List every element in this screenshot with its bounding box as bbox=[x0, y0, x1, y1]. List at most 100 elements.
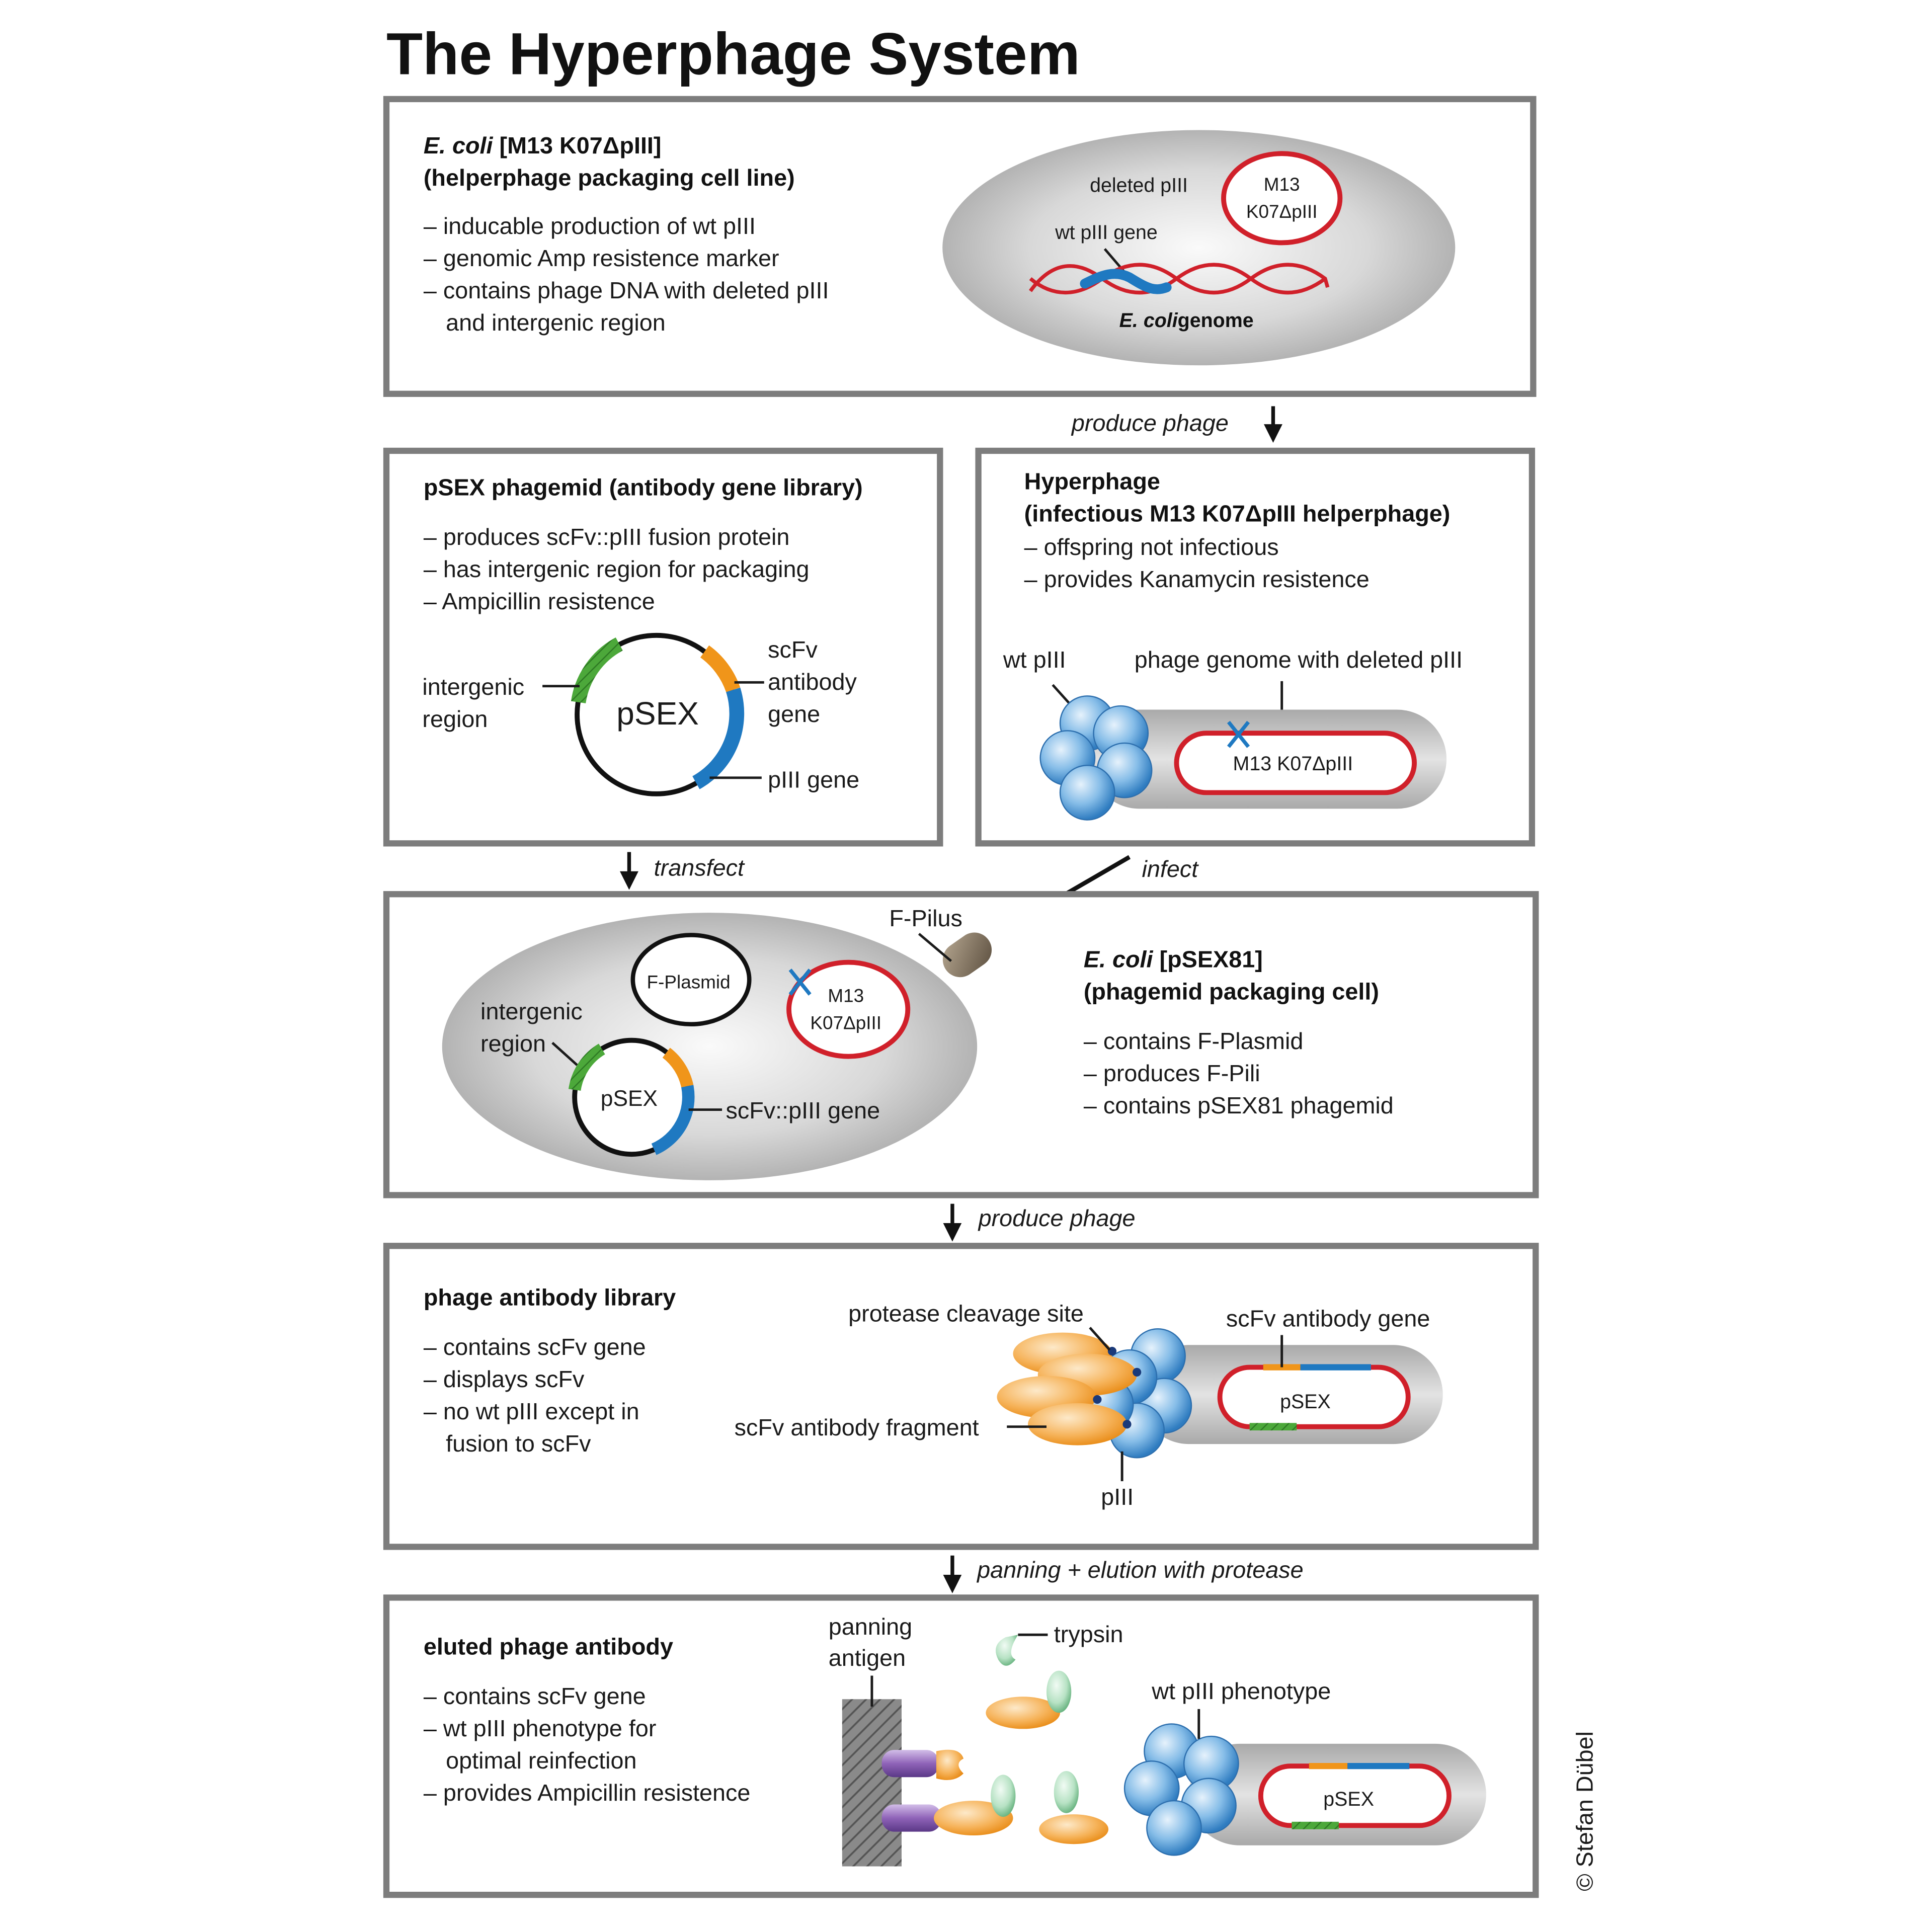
trypsin-enzyme bbox=[1046, 1670, 1072, 1713]
panel5-heading: phage antibody library bbox=[424, 1284, 676, 1310]
deleted-gene-cross-icon bbox=[788, 969, 812, 996]
psex-in-cell-label: pSEX bbox=[601, 1086, 658, 1111]
panel2-heading: pSEX phagemid (antibody gene library) bbox=[424, 474, 863, 501]
antigen-rod bbox=[881, 1804, 941, 1832]
m13-plasmid-circle bbox=[1221, 151, 1343, 246]
deleted-gene-cross-icon bbox=[1227, 720, 1250, 748]
panel4-heading-line2: (phagemid packaging cell) bbox=[1084, 978, 1379, 1004]
antigen-rod bbox=[881, 1750, 939, 1778]
wt-piii-label: wt pIII bbox=[1003, 647, 1066, 673]
scfv-gene-label: gene bbox=[768, 701, 820, 727]
panel4-bullet: – contains F-Plasmid bbox=[1084, 1028, 1304, 1054]
piii-segment-in-cell bbox=[651, 1085, 695, 1155]
panel5-bullet: fusion to scFv bbox=[446, 1430, 591, 1457]
panel2-bullet: – has intergenic region for packaging bbox=[424, 556, 810, 582]
flow-infect: infect bbox=[1142, 856, 1199, 882]
panel5-bullet: – displays scFv bbox=[424, 1366, 585, 1392]
intergenic-region-label: intergenic bbox=[480, 998, 583, 1024]
panel3-bullet: – provides Kanamycin resistence bbox=[1024, 566, 1370, 592]
piii-gene-label: pIII gene bbox=[768, 767, 859, 793]
panel-psex-phagemid bbox=[383, 447, 943, 847]
panel1-heading-italic: E. coli bbox=[424, 132, 494, 158]
panel4-heading-rest: [pSEX81] bbox=[1153, 946, 1263, 972]
copyright-label: © Stefan Dübel bbox=[1572, 1731, 1598, 1891]
m13-k07-plasmid-circle bbox=[786, 959, 911, 1059]
panning-antigen-label: panning bbox=[829, 1614, 912, 1640]
panel5-bullet: – no wt pIII except in bbox=[424, 1398, 639, 1424]
hyperphage-genome bbox=[1174, 731, 1417, 795]
panel1-heading-rest: [M13 K07ΔpIII] bbox=[493, 132, 662, 158]
panel3-heading: Hyperphage bbox=[1024, 468, 1160, 494]
panel5-bullet: – contains scFv gene bbox=[424, 1334, 646, 1360]
ecoli-genome-label: E. coligenome bbox=[1119, 309, 1254, 332]
panel4-heading-italic: E. coli bbox=[1084, 946, 1154, 972]
scfv-gene-label: antibody bbox=[768, 669, 857, 695]
phage-genome-label: phage genome with deleted pIII bbox=[1135, 647, 1463, 673]
panel1-bullet: – inducable production of wt pIII bbox=[424, 213, 756, 239]
trypsin-icon bbox=[996, 1635, 1018, 1666]
scfv-gene-segment bbox=[700, 645, 741, 693]
m13-k07-plasmid-label: M13 bbox=[828, 985, 864, 1006]
intergenic-label: region bbox=[422, 706, 488, 732]
free-scfv-fragment bbox=[1039, 1814, 1109, 1844]
scfv-segment-in-cell bbox=[662, 1048, 694, 1088]
free-scfv-fragment bbox=[986, 1697, 1061, 1729]
cleavage-site-label: protease cleavage site bbox=[848, 1300, 1084, 1326]
flow-produce-phage-2: produce phage bbox=[978, 1205, 1136, 1231]
f-pilus-pointer bbox=[918, 933, 952, 962]
panning-surface bbox=[842, 1699, 902, 1867]
genome-label-rest: genome bbox=[1178, 309, 1254, 332]
wt-piii-phenotype-label: wt pIII phenotype bbox=[1151, 1678, 1331, 1704]
genome-strand-red-b bbox=[1029, 263, 1330, 295]
panel3-bullet: – offspring not infectious bbox=[1024, 534, 1279, 560]
panel4-bullet: – produces F-Pili bbox=[1084, 1060, 1260, 1086]
panel6-bullet: – contains scFv gene bbox=[424, 1683, 646, 1709]
panel6-heading: eluted phage antibody bbox=[424, 1634, 673, 1660]
panel1-heading: E. coli [M13 K07ΔpIII] bbox=[424, 132, 662, 158]
scfv-gene-label: scFv antibody gene bbox=[1226, 1305, 1430, 1331]
cleavage-site-pointer bbox=[1089, 1327, 1111, 1351]
f-pilus-label: F-Pilus bbox=[889, 905, 962, 931]
panel1-bullet: – genomic Amp resistence marker bbox=[424, 245, 779, 271]
panel3-heading: (infectious M13 K07ΔpIII helperphage) bbox=[1024, 500, 1451, 526]
intergenic-region-pointer bbox=[551, 1041, 578, 1066]
flow-produce-phage-1: produce phage bbox=[1071, 410, 1229, 436]
f-pilus bbox=[942, 932, 992, 978]
fusion-gene-label: scFv::pIII gene bbox=[726, 1097, 880, 1123]
panel4-bullet: – contains pSEX81 phagemid bbox=[1084, 1092, 1394, 1118]
scfv-fragment-ovals bbox=[997, 1332, 1137, 1445]
panel1-heading-line2: (helperphage packaging cell line) bbox=[424, 165, 795, 191]
panel2-bullet: – produces scFv::pIII fusion protein bbox=[424, 524, 790, 550]
library-plasmid-label: pSEX bbox=[1280, 1391, 1331, 1413]
panel1-bullet: and intergenic region bbox=[446, 309, 666, 336]
wt-piii-gene-label: wt pIII gene bbox=[1055, 221, 1158, 244]
panel2-bullet: – Ampicillin resistence bbox=[424, 588, 655, 614]
intergenic-region-segment bbox=[571, 637, 623, 704]
genome-label-italic: E. coli bbox=[1119, 309, 1178, 332]
trypsin-label: trypsin bbox=[1054, 1621, 1123, 1647]
m13-k07-plasmid-label: K07ΔpIII bbox=[810, 1013, 881, 1033]
trypsin-enzyme bbox=[1054, 1771, 1079, 1813]
deleted-piii-label: deleted pIII bbox=[1090, 175, 1188, 197]
psex-label: pSEX bbox=[616, 695, 699, 732]
intergenic-segment-in-cell bbox=[568, 1043, 605, 1091]
piii-gene-segment bbox=[692, 687, 745, 789]
intergenic-label: intergenic bbox=[422, 674, 524, 700]
panel6-bullet: optimal reinfection bbox=[446, 1747, 636, 1774]
panel1-bullet: – contains phage DNA with deleted pIII bbox=[424, 277, 829, 303]
flow-panning-elution: panning + elution with protease bbox=[976, 1557, 1303, 1583]
panel6-bullet: – wt pIII phenotype for bbox=[424, 1715, 657, 1741]
f-plasmid-label: F-Plasmid bbox=[647, 972, 731, 992]
intergenic-region-label: region bbox=[480, 1030, 546, 1057]
piii-label: pIII bbox=[1101, 1484, 1134, 1510]
hyperphage-genome-label: M13 K07ΔpIII bbox=[1233, 753, 1353, 775]
page-title: The Hyperphage System bbox=[386, 21, 1080, 88]
f-plasmid-circle bbox=[630, 933, 752, 1026]
trypsin-enzyme bbox=[991, 1775, 1016, 1817]
eluted-plasmid-label: pSEX bbox=[1323, 1788, 1374, 1810]
bound-scfv-fragment bbox=[936, 1749, 964, 1781]
panel4-heading: E. coli [pSEX81] bbox=[1084, 946, 1263, 972]
bound-scfv-fragment bbox=[934, 1801, 1013, 1835]
scfv-gene-label: scFv bbox=[768, 636, 818, 663]
